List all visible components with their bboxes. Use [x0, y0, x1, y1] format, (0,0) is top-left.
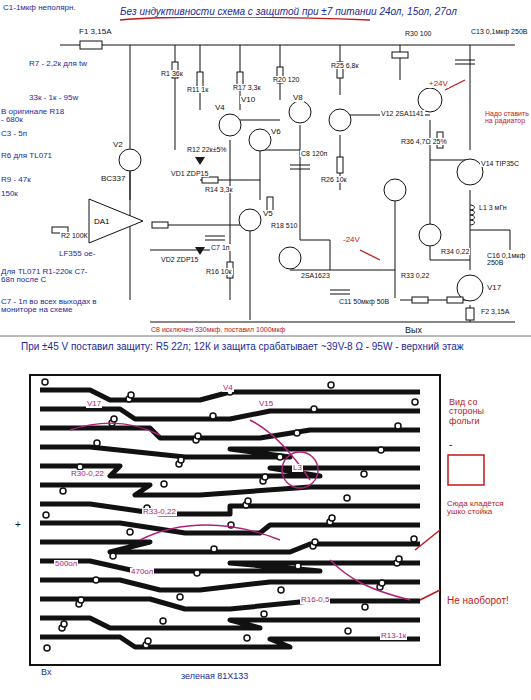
schematic-label: R30 100: [404, 30, 432, 37]
schematic-label: V14 TIP35C: [480, 160, 530, 167]
schematic-label: зеленая 81X133: [180, 672, 249, 681]
schematic-label: R16-0,5: [300, 596, 330, 604]
schematic-label: Для TL071 R1-220к C7-68п после С: [0, 268, 92, 285]
schematic-label: VD2 ZDP15: [160, 256, 199, 263]
schematic-label: L3: [292, 464, 303, 472]
schematic-label: 500ол: [54, 560, 78, 568]
schematic-label: R25 6,8к: [330, 62, 360, 69]
schematic-label: R11 1к: [186, 86, 209, 93]
schematic-label: V2: [112, 141, 124, 149]
schematic-label: R30-0,22: [70, 470, 105, 478]
schematic-label: C8 120п: [300, 150, 328, 157]
schematic-label: С8 исключен 330мкф, поставил 1000мкф: [150, 326, 286, 333]
schematic-label: С1-1мкф неполярн.: [2, 4, 94, 12]
schematic-label: В оригинале R18 - 680к: [0, 108, 66, 125]
schematic-label: V17: [486, 284, 502, 292]
schematic-label: R33-0,22: [142, 508, 177, 516]
schematic-label: 33к - 1к - 95w: [28, 94, 110, 102]
schematic-label: V8: [292, 94, 304, 102]
schematic-label: R33 0,22: [400, 272, 430, 279]
schematic-label: V4: [214, 104, 226, 112]
schematic-label: V15: [258, 400, 274, 408]
schematic-label: 150к: [0, 190, 19, 198]
schematic-label: BC337: [100, 175, 126, 183]
schematic-label: L1 3 мГн: [478, 204, 508, 211]
schematic-label: C11 50мкф 50В: [338, 298, 400, 305]
schematic-label: R12 22к±5%: [186, 146, 228, 153]
schematic-label: При ±45 V поставил защиту: R5 22л; 12К и…: [20, 342, 512, 353]
schematic-label: VD1 ZDP15: [170, 170, 209, 177]
schematic-label: R18 510: [270, 222, 298, 229]
schematic-label: R1 36к: [160, 70, 184, 77]
opamp-triangle: DA1: [88, 198, 144, 244]
schematic-label: Сюда кладётся ушко стойка: [446, 500, 518, 517]
schematic-label: V10: [240, 96, 256, 104]
schematic-label: V4: [222, 384, 234, 392]
schematic-label: C7 1п: [210, 244, 231, 251]
schematic-label: Не наоборот!: [446, 596, 518, 607]
schematic-label: Вых: [404, 326, 423, 335]
schematic-label: R6 для TL071: [0, 152, 62, 160]
schematic-label: +24V: [428, 80, 449, 88]
schematic-label: LF355 ое-: [58, 250, 96, 258]
schematic-label: F1 3,15А: [78, 28, 112, 36]
schematic-label: R9 - 47к: [0, 176, 32, 184]
schematic-label: R36 4,7Ω 25%: [400, 138, 462, 145]
schematic-label: C16 0,1мкф 250В: [486, 252, 531, 267]
schematic-label: +: [14, 520, 22, 531]
schematic-label: -24V: [342, 236, 361, 244]
schematic-label: F2 3,15А: [480, 308, 510, 315]
schematic-label: 2SA1623: [300, 272, 331, 279]
schematic-label: -: [448, 440, 453, 451]
schematic-label: R14 3,3к: [204, 186, 234, 193]
schematic-label: Надо ставить на радиатор: [484, 110, 531, 125]
schematic-label: R7 - 2,2к для tw: [28, 60, 110, 68]
schematic-label: 470ол: [130, 568, 154, 576]
schematic-label: Вид со стороны фольги: [448, 398, 510, 426]
schematic-label: C13 0,1мкф 250В: [470, 28, 531, 35]
schematic-label: R13-1к: [380, 632, 407, 640]
schematic-label: Вх: [40, 668, 52, 677]
title-note: Без индуктивности схема с защитой при ±7…: [120, 6, 520, 17]
schematic-label: R20 120: [272, 76, 300, 83]
schematic-label: V17: [86, 400, 102, 408]
schematic-label: R26 10к: [320, 176, 348, 183]
schematic-label: V6: [270, 128, 282, 136]
schematic-label: V12 2SA1141: [380, 110, 425, 117]
schematic-label: R2 100К: [60, 232, 89, 239]
schematic-label: V5: [262, 210, 274, 218]
schematic-label: C3 - 5п: [0, 130, 28, 138]
schematic-label: R34 0,22: [440, 248, 470, 255]
schematic-label: C7 - 1п во всех выходах в мониторе на сх…: [0, 298, 102, 315]
schematic-label: R16 10к: [205, 268, 233, 275]
schematic-label: R17 3,3к: [232, 84, 262, 91]
part-name: DA1: [94, 217, 110, 226]
